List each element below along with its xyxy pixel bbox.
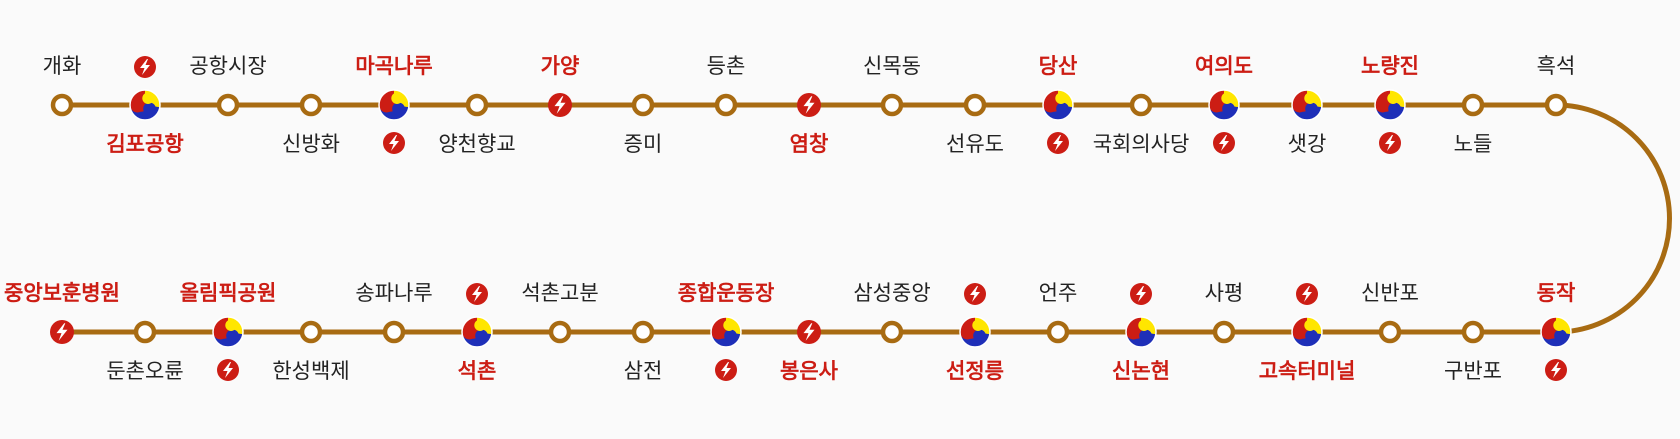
station-label: 가양 <box>541 54 580 78</box>
station-label: 선유도 <box>946 132 1004 156</box>
station-node[interactable] <box>1042 89 1074 121</box>
station-node[interactable] <box>548 93 572 117</box>
station-label: 노량진 <box>1361 54 1419 78</box>
station-label: 국회의사당 <box>1093 132 1190 156</box>
station-label: 중앙보훈병원 <box>4 281 120 305</box>
station-node[interactable] <box>50 320 74 344</box>
express-stop-icon <box>797 320 821 344</box>
station-node[interactable] <box>797 320 821 344</box>
station-label: 한성백제 <box>272 359 349 383</box>
express-stop-icon <box>797 93 821 117</box>
station-label: 양천향교 <box>438 132 515 156</box>
station-node[interactable] <box>1374 89 1406 121</box>
station-node[interactable] <box>1378 320 1402 344</box>
station-node[interactable] <box>1129 93 1153 117</box>
station-label: 김포공항 <box>106 132 183 156</box>
station-label: 신반포 <box>1361 281 1419 305</box>
station-label: 석촌고분 <box>521 281 598 305</box>
station-label: 동작 <box>1537 281 1576 305</box>
station-label: 마곡나루 <box>355 54 432 78</box>
station-label: 염창 <box>790 132 829 156</box>
station-node[interactable] <box>1540 316 1572 348</box>
express-stop-icon <box>466 283 488 305</box>
station-label: 여의도 <box>1195 54 1253 78</box>
station-node[interactable] <box>631 320 655 344</box>
station-label: 흑석 <box>1537 54 1576 78</box>
express-stop-icon <box>1130 283 1152 305</box>
station-label: 삼성중앙 <box>853 281 930 305</box>
station-node[interactable] <box>714 93 738 117</box>
station-label: 공항시장 <box>189 54 266 78</box>
station-label: 언주 <box>1039 281 1078 305</box>
express-stop-icon <box>964 283 986 305</box>
express-stop-icon <box>217 359 239 381</box>
station-node[interactable] <box>382 320 406 344</box>
station-node[interactable] <box>1291 316 1323 348</box>
station-node[interactable] <box>1291 89 1323 121</box>
station-label: 신방화 <box>282 132 340 156</box>
track-line <box>62 102 1672 335</box>
station-node[interactable] <box>50 93 74 117</box>
station-node[interactable] <box>1461 93 1485 117</box>
station-node[interactable] <box>1046 320 1070 344</box>
station-node[interactable] <box>1212 320 1236 344</box>
station-node[interactable] <box>129 89 161 121</box>
express-stop-icon <box>50 320 74 344</box>
station-label: 노들 <box>1454 132 1493 156</box>
station-node[interactable] <box>1208 89 1240 121</box>
station-label: 고속터미널 <box>1259 359 1356 383</box>
station-label: 신목동 <box>863 54 921 78</box>
station-label: 봉은사 <box>780 359 839 383</box>
station-node[interactable] <box>1544 93 1568 117</box>
station-node[interactable] <box>1461 320 1485 344</box>
station-node[interactable] <box>710 316 742 348</box>
station-node[interactable] <box>299 320 323 344</box>
station-label: 종합운동장 <box>678 281 775 305</box>
station-node[interactable] <box>959 316 991 348</box>
station-node[interactable] <box>631 93 655 117</box>
station-node[interactable] <box>1125 316 1157 348</box>
station-label: 올림픽공원 <box>180 281 277 305</box>
express-stop-icon <box>1379 132 1401 154</box>
station-node[interactable] <box>461 316 493 348</box>
express-stop-icon <box>1047 132 1069 154</box>
express-stop-icon <box>383 132 405 154</box>
station-label: 개화 <box>43 54 82 78</box>
express-stop-icon <box>1545 359 1567 381</box>
express-stop-icon <box>548 93 572 117</box>
station-node[interactable] <box>378 89 410 121</box>
station-node[interactable] <box>299 93 323 117</box>
station-node[interactable] <box>797 93 821 117</box>
station-label: 당산 <box>1039 54 1078 78</box>
station-node[interactable] <box>963 93 987 117</box>
station-label: 샛강 <box>1288 132 1327 156</box>
station-label: 신논현 <box>1112 359 1170 383</box>
station-node[interactable] <box>465 93 489 117</box>
express-stop-icon <box>134 56 156 78</box>
station-label: 삼전 <box>624 359 663 383</box>
station-label: 증미 <box>624 132 663 156</box>
station-label: 등촌 <box>707 54 746 78</box>
station-node[interactable] <box>216 93 240 117</box>
express-stop-icon <box>1296 283 1318 305</box>
station-label: 송파나루 <box>355 281 432 305</box>
station-label: 둔촌오륜 <box>106 359 183 383</box>
express-stop-icon <box>1213 132 1235 154</box>
station-label: 선정릉 <box>946 359 1004 383</box>
station-node[interactable] <box>880 93 904 117</box>
station-node[interactable] <box>880 320 904 344</box>
express-stop-icon <box>715 359 737 381</box>
station-label: 석촌 <box>458 359 497 383</box>
station-node[interactable] <box>548 320 572 344</box>
station-node[interactable] <box>212 316 244 348</box>
station-label: 사평 <box>1205 281 1244 305</box>
station-node[interactable] <box>133 320 157 344</box>
station-label: 구반포 <box>1444 359 1502 383</box>
